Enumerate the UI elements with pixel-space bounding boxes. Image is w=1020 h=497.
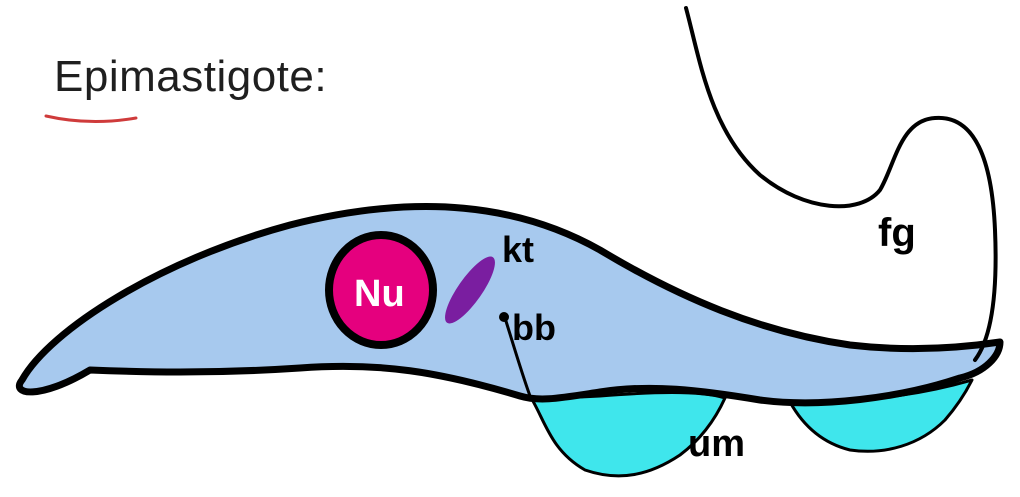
label-nucleus: Nu	[354, 273, 405, 315]
title-underline	[46, 116, 136, 122]
label-undulating-membrane: um	[688, 423, 745, 465]
label-kinetoplast: kt	[502, 229, 534, 270]
label-free-flagellum: fg	[878, 211, 916, 255]
free-flagellum	[686, 8, 996, 360]
label-basal-body: bb	[512, 307, 556, 348]
basal-body	[499, 312, 509, 322]
diagram-title: Epimastigote:	[54, 52, 327, 102]
